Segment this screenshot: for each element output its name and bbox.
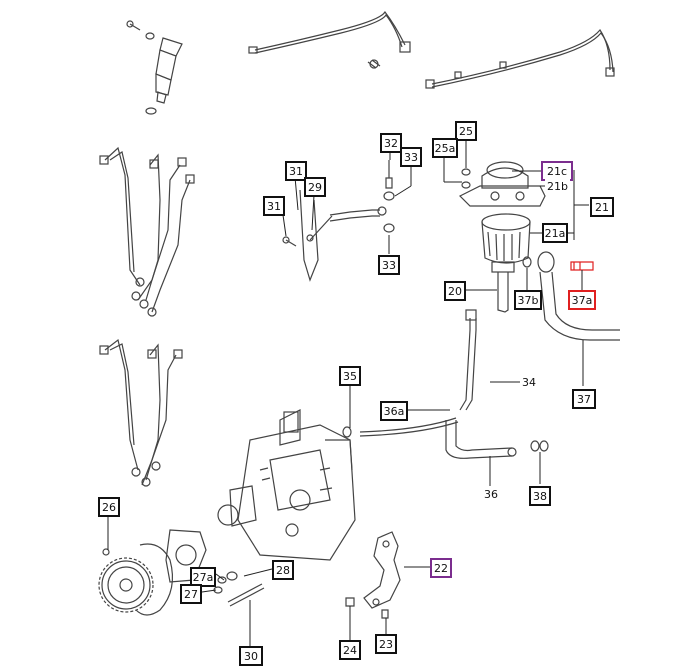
callout-37a: 37a bbox=[568, 290, 596, 310]
callout-27a: 27a bbox=[190, 567, 216, 587]
callout-36a: 36a bbox=[380, 401, 408, 421]
callout-25a: 25a bbox=[432, 138, 458, 158]
filter-head-part bbox=[458, 161, 546, 207]
callout-33-bottom: 33 bbox=[378, 255, 400, 275]
callout-29: 29 bbox=[304, 177, 326, 197]
bolt-part bbox=[377, 160, 395, 233]
callout-38: 38 bbox=[529, 486, 551, 506]
callout-27: 27 bbox=[180, 584, 202, 604]
callout-25: 25 bbox=[455, 121, 477, 141]
injector-part bbox=[126, 20, 183, 115]
pump-bracket-part bbox=[345, 531, 401, 619]
label-34: 34 bbox=[522, 376, 536, 389]
callout-33-top: 33 bbox=[400, 147, 422, 167]
callout-20: 20 bbox=[444, 281, 466, 301]
injector-pipes-upper bbox=[99, 146, 195, 317]
top-fuel-line-part bbox=[248, 10, 411, 69]
callout-37b: 37b bbox=[514, 290, 542, 310]
callout-23: 23 bbox=[375, 634, 397, 654]
pump-gear-part bbox=[98, 529, 265, 616]
callout-35: 35 bbox=[339, 366, 361, 386]
filter-drain-hose-part bbox=[522, 251, 620, 341]
callout-21: 21 bbox=[590, 197, 614, 217]
leader-lines bbox=[107, 136, 589, 646]
injector-pipes-lower bbox=[99, 338, 183, 487]
fuel-hose-part bbox=[282, 189, 380, 282]
callout-31-top: 31 bbox=[285, 161, 307, 181]
label-36: 36 bbox=[484, 488, 498, 501]
callout-28: 28 bbox=[272, 560, 294, 580]
callout-21a: 21a bbox=[542, 223, 568, 243]
fuel-return-pipe-part bbox=[359, 309, 549, 459]
callout-37: 37 bbox=[572, 389, 596, 409]
callout-26: 26 bbox=[98, 497, 120, 517]
injection-pump-part bbox=[217, 409, 356, 561]
callout-32: 32 bbox=[380, 133, 402, 153]
fuel-filter-part bbox=[481, 213, 531, 313]
callout-24: 24 bbox=[339, 640, 361, 660]
callout-21b: 21b bbox=[545, 178, 570, 195]
callout-22: 22 bbox=[430, 558, 452, 578]
return-fuel-line-part bbox=[425, 28, 615, 89]
callout-31-left: 31 bbox=[263, 196, 285, 216]
callout-30: 30 bbox=[239, 646, 263, 666]
